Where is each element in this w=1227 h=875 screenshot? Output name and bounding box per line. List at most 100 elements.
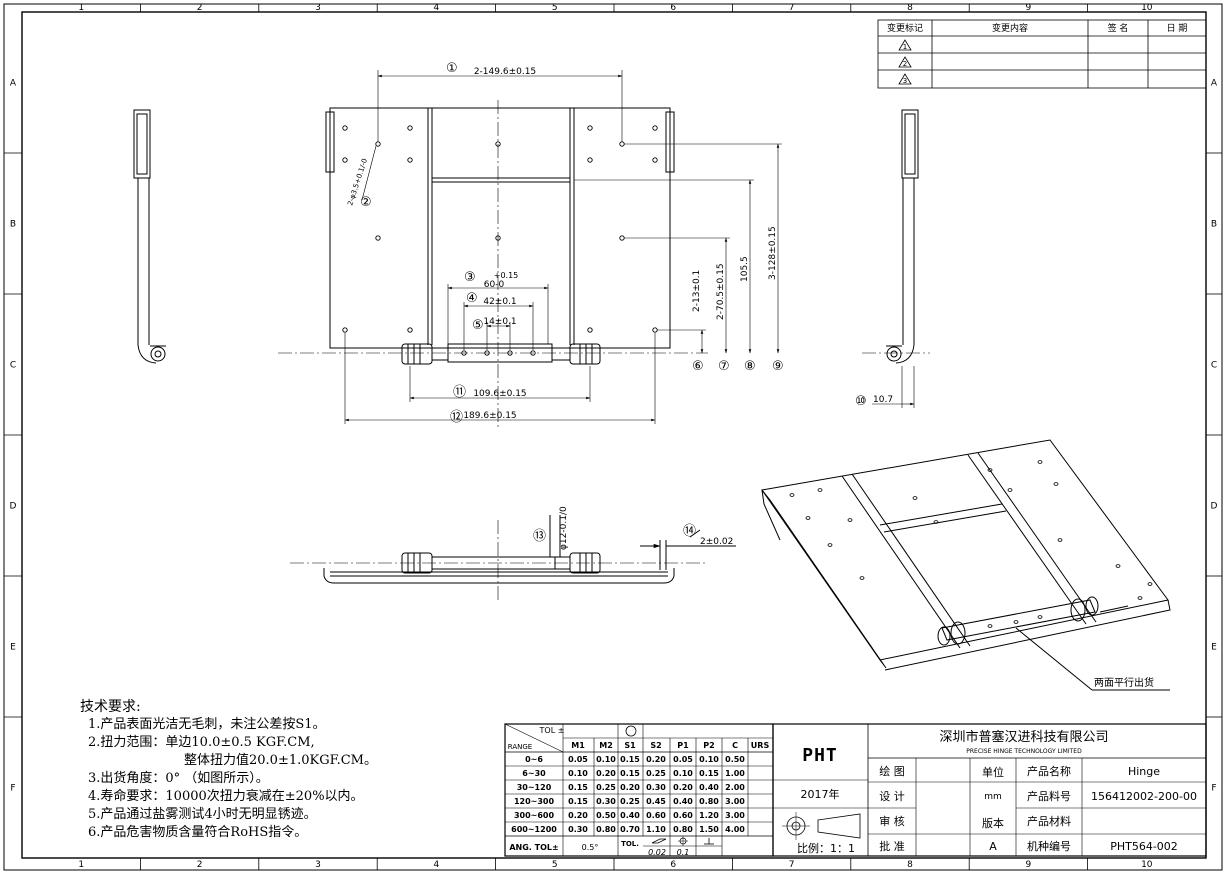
- grid-col-label: 1: [78, 3, 84, 13]
- drawing-scale: 比例：1：1: [797, 841, 855, 855]
- tol-header-s2: S2: [650, 741, 661, 750]
- tol-value-cell: 0.80: [596, 825, 616, 834]
- tol-value-cell: 0.40: [673, 797, 693, 806]
- grid-col-label: 8: [907, 860, 913, 870]
- callout-10: ⑩: [855, 394, 867, 409]
- tol-value-cell: 0.40: [699, 783, 719, 792]
- tol-header-s1: S1: [624, 741, 636, 750]
- prod-part-value: 156412002-200-00: [1091, 790, 1197, 803]
- tol-value-cell: 0.25: [596, 783, 616, 792]
- tol-value-cell: 0.50: [596, 811, 616, 820]
- callout-14: ⑭: [683, 524, 696, 539]
- iso-parallel-note: 两面平行出货: [1094, 676, 1154, 689]
- tol-value-cell: 0.15: [620, 769, 640, 778]
- note-1: 1.产品表面光洁无毛刺，未注公差按S1。: [88, 717, 326, 732]
- prod-model-value: PHT564-002: [1110, 840, 1178, 853]
- callout-4: ④: [466, 291, 478, 306]
- label-review: 审 核: [879, 814, 905, 828]
- tol-range-cell: 0~6: [525, 755, 543, 764]
- grid-col-label: 2: [197, 860, 203, 870]
- callout-13: ⑬: [533, 529, 546, 544]
- prod-label-material: 产品材料: [1027, 814, 1071, 828]
- dim-9-label: 3-128±0.15: [768, 226, 778, 280]
- label-drawn: 绘 图: [879, 764, 905, 778]
- rev-header-mark: 变更标记: [887, 22, 923, 34]
- label-design: 设 计: [879, 790, 905, 803]
- grid-col-label: 9: [1026, 860, 1032, 870]
- dim-4-label: 42±0.1: [483, 297, 516, 307]
- tol-value-cell: 1.50: [699, 825, 719, 834]
- grid-row-label: A: [1211, 79, 1218, 89]
- tol-range-cell: 30~120: [517, 783, 552, 792]
- rev-mark-3: 3: [903, 77, 907, 85]
- tol-value-cell: 0.20: [673, 783, 693, 792]
- tol-value-cell: 1.00: [725, 769, 745, 778]
- tol-value-cell: 0.15: [699, 769, 719, 778]
- tolerance-table: [504, 723, 774, 857]
- company-name-en: PRECISE HINGE TECHNOLOGY LIMITED: [966, 748, 1082, 755]
- tol-range-cell: 6~30: [522, 769, 546, 778]
- grid-row-label: D: [10, 502, 17, 512]
- grid-row-label: E: [1211, 643, 1217, 653]
- tol-value-cell: 0.20: [620, 783, 640, 792]
- gd-label: TOL.: [621, 840, 639, 848]
- grid-col-label: 1: [78, 860, 84, 870]
- gd-flatness: 0.02: [648, 848, 666, 857]
- rev-header-date: 日 期: [1167, 23, 1188, 34]
- range-label: RANGE: [508, 743, 532, 751]
- isometric-holes: [789, 460, 1153, 628]
- grid-row-label: F: [1211, 784, 1216, 794]
- grid-col-label: 9: [1026, 3, 1032, 13]
- grid-col-label: 3: [315, 3, 321, 13]
- rev-header-sign: 签 名: [1108, 22, 1129, 34]
- dim-7-label: 2-70.5±0.15: [716, 263, 726, 320]
- grid-col-label: 4: [434, 860, 440, 870]
- tol-header-p2: P2: [703, 741, 714, 750]
- prod-label-name: 产品名称: [1027, 764, 1071, 778]
- tol-value-cell: 0.25: [620, 797, 640, 806]
- company-name-cn: 深圳市普塞汉进科技有限公司: [939, 729, 1108, 745]
- tol-value-cell: 0.20: [568, 811, 588, 820]
- callout-1: ①: [446, 61, 458, 76]
- callout-5: ⑤: [472, 318, 484, 333]
- gd-position: 0.1: [677, 848, 690, 857]
- tol-value-cell: 0.10: [673, 769, 693, 778]
- right-side-view: [886, 109, 919, 364]
- dim-14-label: 2±0.02: [700, 537, 733, 547]
- technical-requirements: 技术要求: 1.产品表面光洁无毛刺，未注公差按S1。 2.扭力范围：单边10.0…: [80, 698, 500, 842]
- ang-value: 0.5°: [582, 843, 599, 852]
- callout-2: ②: [360, 195, 372, 210]
- front-view: [325, 107, 675, 365]
- tol-header-c: C: [732, 741, 738, 750]
- version-value: A: [989, 840, 997, 853]
- grid-row-label: D: [1211, 502, 1218, 512]
- tol-value-cell: 0.05: [568, 755, 588, 764]
- tol-header-m1: M1: [571, 741, 585, 750]
- dim-6-label: 2-13±0.1: [692, 270, 702, 312]
- bottom-view: [323, 515, 736, 584]
- tol-value-cell: 0.70: [620, 825, 640, 834]
- dim-10-label: 10.7: [873, 395, 893, 405]
- dim-11-label: 109.6±0.15: [473, 389, 526, 399]
- left-side-view: [133, 109, 166, 364]
- grid-ticks: [4, 4, 1222, 870]
- tol-value-cell: 0.10: [699, 755, 719, 764]
- grid-col-label: 7: [789, 860, 795, 870]
- tol-value-cell: 0.15: [620, 755, 640, 764]
- tol-range-cell: 300~600: [514, 811, 555, 820]
- tol-header-urs: URS: [751, 741, 770, 750]
- note-6: 6.产品危害物质含量符合RoHS指令。: [88, 825, 308, 840]
- grid-col-label: 6: [670, 3, 676, 13]
- grid-col-label: 2: [197, 3, 203, 13]
- company-logo: PHT: [802, 745, 838, 766]
- grid-col-label: 10: [1141, 3, 1153, 13]
- tol-value-cell: 0.50: [725, 755, 745, 764]
- tol-value-cell: 0.30: [568, 825, 588, 834]
- callout-6: ⑥: [692, 359, 704, 374]
- callout-7: ⑦: [718, 359, 730, 374]
- note-2: 2.扭力范围：单边10.0±0.5 KGF.CM,: [88, 735, 315, 750]
- grid-col-label: 6: [670, 860, 676, 870]
- dim-12-label: 189.6±0.15: [463, 411, 516, 421]
